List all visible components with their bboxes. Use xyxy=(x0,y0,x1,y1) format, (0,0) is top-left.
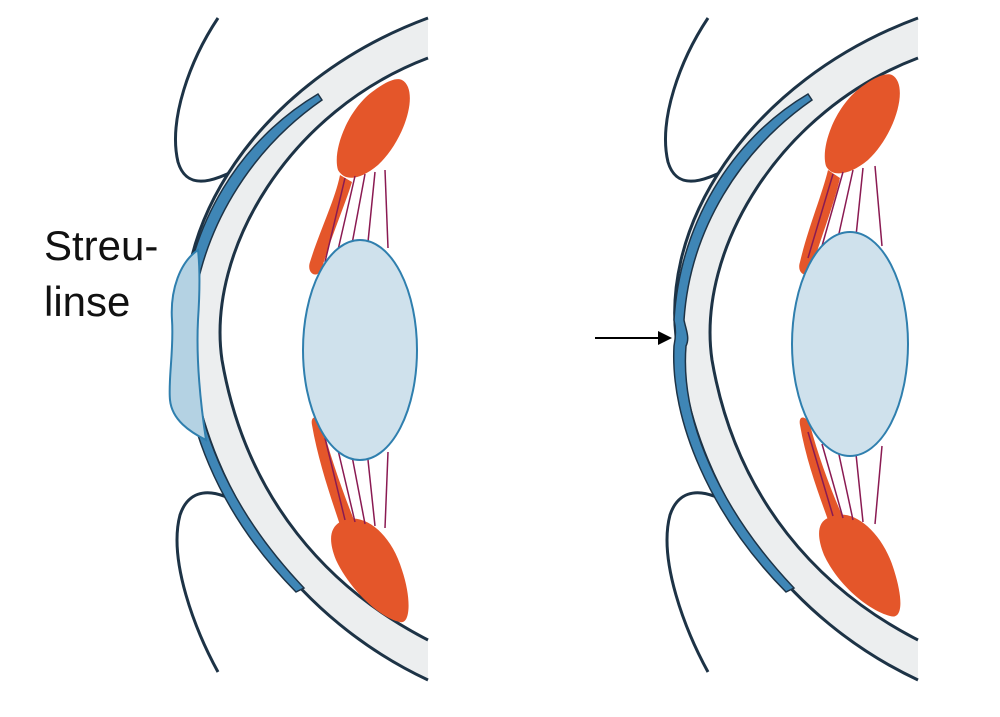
sclera-inner-edge xyxy=(218,56,429,642)
ciliary-muscle-upper xyxy=(824,74,900,174)
contact-lens xyxy=(168,248,208,442)
contact-lens-label-continued: linse xyxy=(44,278,130,325)
ciliary-process-lower xyxy=(799,417,842,520)
zonule-fibers-upper xyxy=(807,165,883,259)
ciliary-muscle-lower xyxy=(331,518,409,623)
ciliary-muscle-lower xyxy=(819,514,901,617)
crystalline-lens xyxy=(302,239,418,461)
crystalline-lens xyxy=(791,231,909,457)
ciliary-process-upper xyxy=(309,175,352,275)
cornea-surface xyxy=(672,92,814,593)
right-arrow-icon xyxy=(595,331,672,345)
right-eye-panel xyxy=(664,16,919,682)
zonule-fibers-lower xyxy=(324,437,389,529)
ciliary-muscle-upper xyxy=(336,79,410,178)
sclera-inner-edge xyxy=(708,56,919,642)
contact-lens-label: Streu- xyxy=(44,222,158,269)
ciliary-process-upper xyxy=(799,170,840,275)
left-eye-panel: Streu- linse xyxy=(44,16,429,682)
zonule-fibers-upper xyxy=(324,169,389,263)
cornea-surface xyxy=(181,92,324,593)
zonule-fibers-lower xyxy=(807,431,883,525)
